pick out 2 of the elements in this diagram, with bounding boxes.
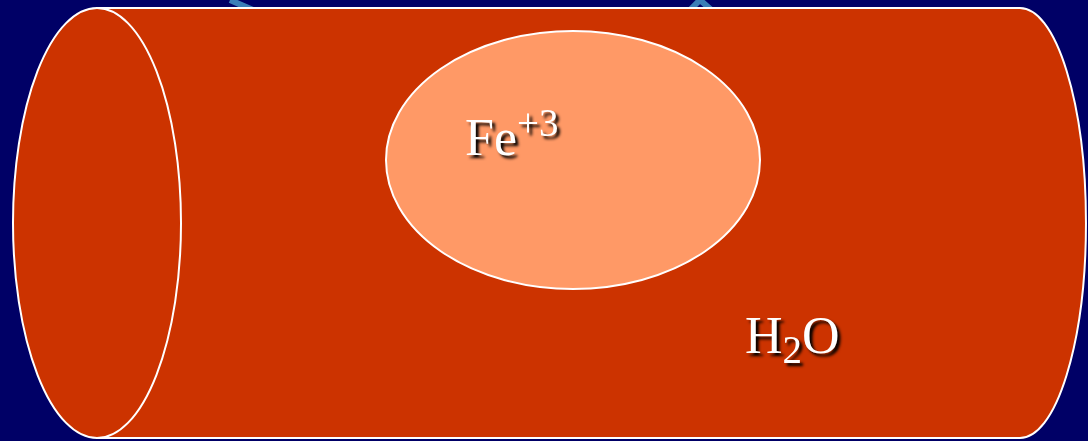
formula-label: Fe$^{+3}$ — [465, 112, 559, 164]
formula-label: H$_{2}$O — [745, 310, 840, 362]
